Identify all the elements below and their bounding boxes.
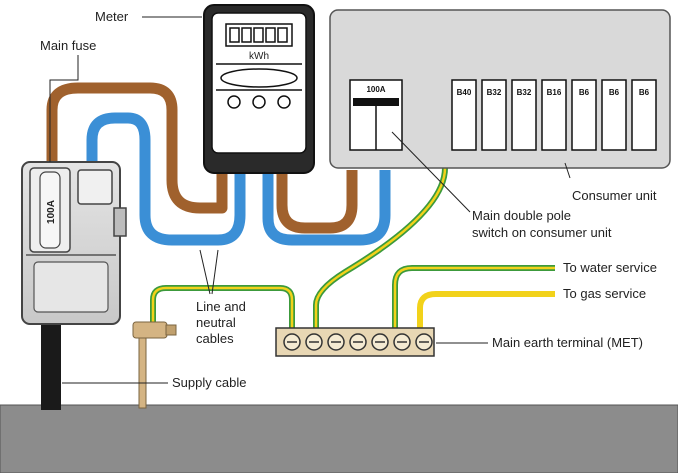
line-cable-meter-to-unit <box>276 170 358 234</box>
breaker-2: B32 <box>511 79 537 151</box>
label-main-switch-2: switch on consumer unit <box>472 225 612 240</box>
breaker-row: B40 B32 B32 B16 B6 B6 B6 <box>451 79 657 151</box>
breaker-label: B6 <box>609 88 620 97</box>
breaker-5: B6 <box>601 79 627 151</box>
leader-lines <box>49 16 571 384</box>
label-supply-cable: Supply cable <box>172 375 246 390</box>
breaker-4: B6 <box>571 79 597 151</box>
breaker-0: B40 <box>451 79 477 151</box>
breaker-3: B16 <box>541 79 567 151</box>
label-to-water: To water service <box>563 260 657 275</box>
label-line-neutral-3: cables <box>196 331 234 346</box>
line-cable-fuse-to-meter <box>46 82 228 214</box>
label-consumer-unit: Consumer unit <box>572 188 657 203</box>
breaker-1: B32 <box>481 79 507 151</box>
breaker-label: B32 <box>487 88 502 97</box>
neutral-cable-fuse-to-meter <box>86 112 246 246</box>
neutral-cable-meter-to-unit <box>262 170 391 246</box>
label-meter: Meter <box>95 9 129 24</box>
breaker-label: B6 <box>579 88 590 97</box>
meter-unit <box>203 4 315 174</box>
label-main-switch-1: Main double pole <box>472 208 571 223</box>
supply-cable-shape <box>41 318 61 410</box>
main-earth-terminal <box>275 327 435 357</box>
breaker-label: B32 <box>517 88 532 97</box>
label-main-fuse: Main fuse <box>40 38 96 53</box>
breaker-label: B40 <box>457 88 472 97</box>
label-to-gas: To gas service <box>563 286 646 301</box>
label-met: Main earth terminal (MET) <box>492 335 643 350</box>
earth-cables <box>150 167 555 340</box>
breaker-label: B16 <box>547 88 562 97</box>
main-switch-rating: 100A <box>366 85 385 94</box>
breaker-6: B6 <box>631 79 657 151</box>
fuse-rating: 100A <box>46 200 57 224</box>
meter-unit-label: kWh <box>249 51 269 62</box>
label-line-neutral-1: Line and <box>196 299 246 314</box>
earth-clamp <box>132 321 177 409</box>
breaker-label: B6 <box>639 88 650 97</box>
label-line-neutral-2: neutral <box>196 315 236 330</box>
floor <box>0 404 678 473</box>
main-fuse-unit <box>21 161 127 325</box>
